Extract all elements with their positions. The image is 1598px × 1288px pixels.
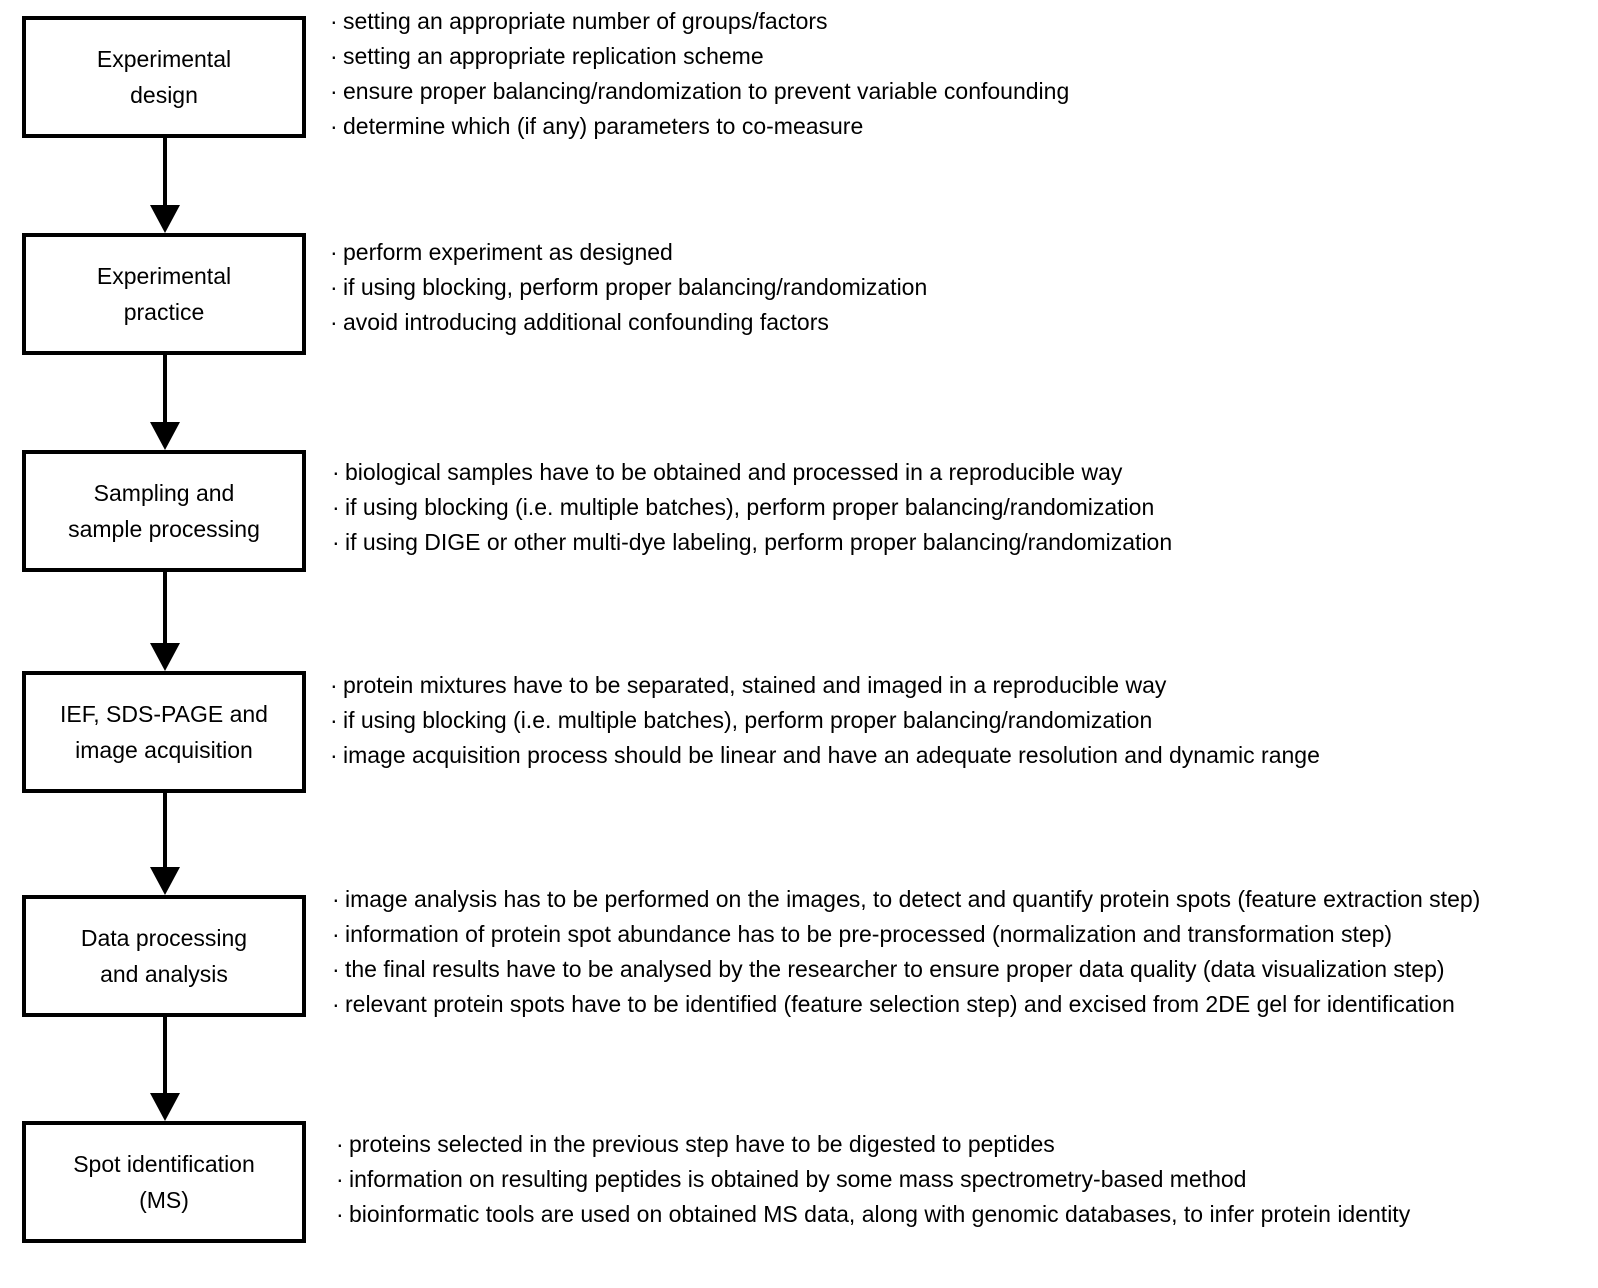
step-label-line: Spot identification [73,1151,255,1177]
step-label-line: (MS) [139,1187,189,1213]
step-notes: ·setting an appropriate number of groups… [330,4,1069,144]
step-notes: ·proteins selected in the previous step … [336,1127,1410,1232]
note-text: biological samples have to be obtained a… [345,459,1123,485]
note-item: ·protein mixtures have to be separated, … [330,668,1320,703]
bullet-dot: · [332,459,340,485]
bullet-dot: · [336,1166,344,1192]
step-notes: ·biological samples have to be obtained … [332,455,1172,560]
step-notes: ·protein mixtures have to be separated, … [330,668,1320,773]
step-label-line: Data processing [80,925,248,951]
arrow-head [150,643,180,671]
note-item: ·if using blocking (i.e. multiple batche… [330,703,1320,738]
step-box: Experimental practice [22,233,306,355]
step-box: Experimental design [22,16,306,138]
note-text: if using blocking (i.e. multiple batches… [343,707,1153,733]
bullet-dot: · [336,1201,344,1227]
note-text: if using blocking, perform proper balanc… [343,274,928,300]
note-item: ·image acquisition process should be lin… [330,738,1320,773]
note-item: ·relevant protein spots have to be ident… [332,987,1480,1022]
step-label-line: sample processing [68,516,260,542]
note-text: ensure proper balancing/randomization to… [343,78,1070,104]
note-item: ·setting an appropriate number of groups… [330,4,1069,39]
note-text: bioinformatic tools are used on obtained… [349,1201,1411,1227]
note-item: ·if using blocking, perform proper balan… [330,270,927,305]
note-text: image analysis has to be performed on th… [345,886,1481,912]
step-box: Data processing and analysis [22,895,306,1017]
step-label-line: practice [123,299,205,325]
bullet-dot: · [330,113,338,139]
bullet-dot: · [330,8,338,34]
note-item: ·perform experiment as designed [330,235,927,270]
arrow-head [150,205,180,233]
bullet-dot: · [330,43,338,69]
step-notes: ·image analysis has to be performed on t… [332,882,1480,1022]
note-text: if using blocking (i.e. multiple batches… [345,494,1155,520]
note-item: ·bioinformatic tools are used on obtaine… [336,1197,1410,1232]
arrow-head [150,1093,180,1121]
bullet-dot: · [336,1131,344,1157]
note-item: ·setting an appropriate replication sche… [330,39,1069,74]
step-label-line: and analysis [100,961,228,987]
step-label-line: design [130,82,198,108]
step-box: IEF, SDS-PAGE and image acquisition [22,671,306,793]
bullet-dot: · [332,529,340,555]
note-item: ·information on resulting peptides is ob… [336,1162,1410,1197]
bullet-dot: · [332,494,340,520]
note-text: if using DIGE or other multi-dye labelin… [345,529,1173,555]
bullet-dot: · [332,921,340,947]
bullet-dot: · [332,886,340,912]
step-label-line: Sampling and [93,480,235,506]
arrow-head [150,422,180,450]
note-item: ·image analysis has to be performed on t… [332,882,1480,917]
note-text: protein mixtures have to be separated, s… [343,672,1167,698]
note-text: image acquisition process should be line… [343,742,1320,768]
note-item: ·ensure proper balancing/randomization t… [330,74,1069,109]
step-label-line: image acquisition [75,737,253,763]
step-box: Spot identification (MS) [22,1121,306,1243]
bullet-dot: · [330,707,338,733]
note-item: ·if using DIGE or other multi-dye labeli… [332,525,1172,560]
step-label-line: IEF, SDS-PAGE and [60,701,268,727]
step-label-line: Experimental [96,263,232,289]
arrow-head [150,867,180,895]
note-text: avoid introducing additional confounding… [343,309,829,335]
note-text: information on resulting peptides is obt… [349,1166,1247,1192]
bullet-dot: · [330,672,338,698]
note-item: ·if using blocking (i.e. multiple batche… [332,490,1172,525]
note-text: determine which (if any) parameters to c… [343,113,864,139]
note-text: relevant protein spots have to be identi… [345,991,1455,1017]
note-text: setting an appropriate number of groups/… [343,8,828,34]
note-item: ·biological samples have to be obtained … [332,455,1172,490]
note-item: ·avoid introducing additional confoundin… [330,305,927,340]
note-item: ·proteins selected in the previous step … [336,1127,1410,1162]
bullet-dot: · [332,956,340,982]
note-text: information of protein spot abundance ha… [345,921,1393,947]
step-notes: ·perform experiment as designed·if using… [330,235,927,340]
step-label-line: Experimental [96,46,232,72]
bullet-dot: · [330,742,338,768]
bullet-dot: · [330,274,338,300]
note-text: setting an appropriate replication schem… [343,43,764,69]
note-text: the final results have to be analysed by… [345,956,1445,982]
bullet-dot: · [332,991,340,1017]
note-item: ·determine which (if any) parameters to … [330,109,1069,144]
bullet-dot: · [330,239,338,265]
note-text: proteins selected in the previous step h… [349,1131,1055,1157]
bullet-dot: · [330,78,338,104]
step-box: Sampling and sample processing [22,450,306,572]
note-item: ·the final results have to be analysed b… [332,952,1480,987]
note-item: ·information of protein spot abundance h… [332,917,1480,952]
note-text: perform experiment as designed [343,239,673,265]
bullet-dot: · [330,309,338,335]
